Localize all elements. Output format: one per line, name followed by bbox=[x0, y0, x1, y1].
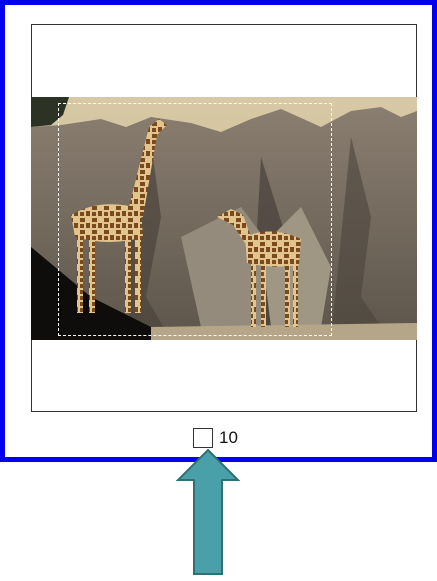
page-number-label: 10 bbox=[219, 428, 238, 447]
giraffes-photo bbox=[31, 97, 417, 340]
thumbnail-caption: 10 bbox=[193, 426, 238, 450]
crop-marquee[interactable] bbox=[58, 103, 332, 336]
up-arrow-icon bbox=[175, 448, 241, 581]
empty-checkbox-icon[interactable] bbox=[193, 428, 213, 448]
